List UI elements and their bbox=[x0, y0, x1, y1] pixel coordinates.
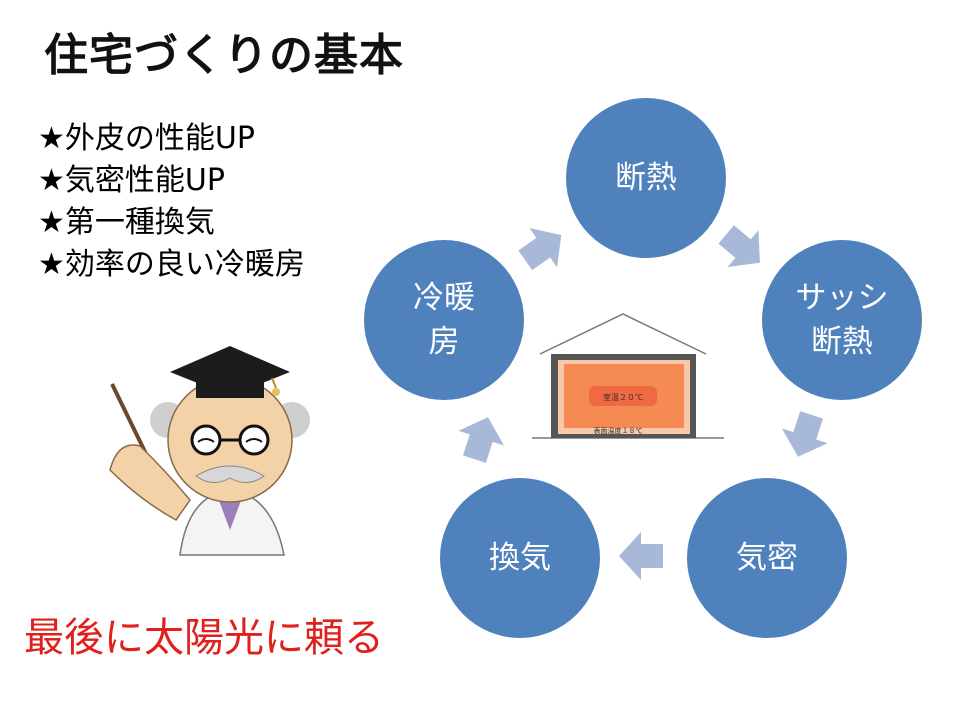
footer-note: 最後に太陽光に頼る bbox=[24, 615, 384, 661]
cycle-node-insulation: 断熱 bbox=[566, 98, 726, 258]
room-temp-label: 室温２０℃ bbox=[603, 392, 643, 402]
arrow-icon bbox=[718, 225, 760, 267]
arrow-icon bbox=[619, 532, 663, 580]
house-diagram bbox=[532, 313, 724, 439]
bullet-list: ★外皮の性能UP ★気密性能UP ★第一種換気 ★効率の良い冷暖房 bbox=[38, 118, 305, 286]
page-title: 住宅づくりの基本 bbox=[44, 30, 404, 81]
professor-illustration bbox=[109, 346, 310, 556]
cycle-node-heating-cooling: 冷暖房 bbox=[364, 240, 524, 400]
arrow-icon bbox=[518, 228, 562, 271]
cycle-node-ventilation: 換気 bbox=[440, 478, 600, 638]
bullet-item: ★効率の良い冷暖房 bbox=[38, 247, 305, 282]
arrow-icon bbox=[781, 411, 828, 457]
surface-temp-label: 表面温度１８℃ bbox=[594, 426, 643, 435]
cycle-node-sash-insulation: サッシ断熱 bbox=[762, 240, 922, 400]
bullet-item: ★外皮の性能UP bbox=[38, 121, 255, 156]
cycle-arrows bbox=[458, 225, 828, 580]
bullet-item: ★気密性能UP bbox=[38, 163, 225, 198]
bullet-item: ★第一種換気 bbox=[38, 205, 215, 240]
cycle-node-airtightness: 気密 bbox=[687, 478, 847, 638]
arrow-icon bbox=[458, 417, 505, 463]
